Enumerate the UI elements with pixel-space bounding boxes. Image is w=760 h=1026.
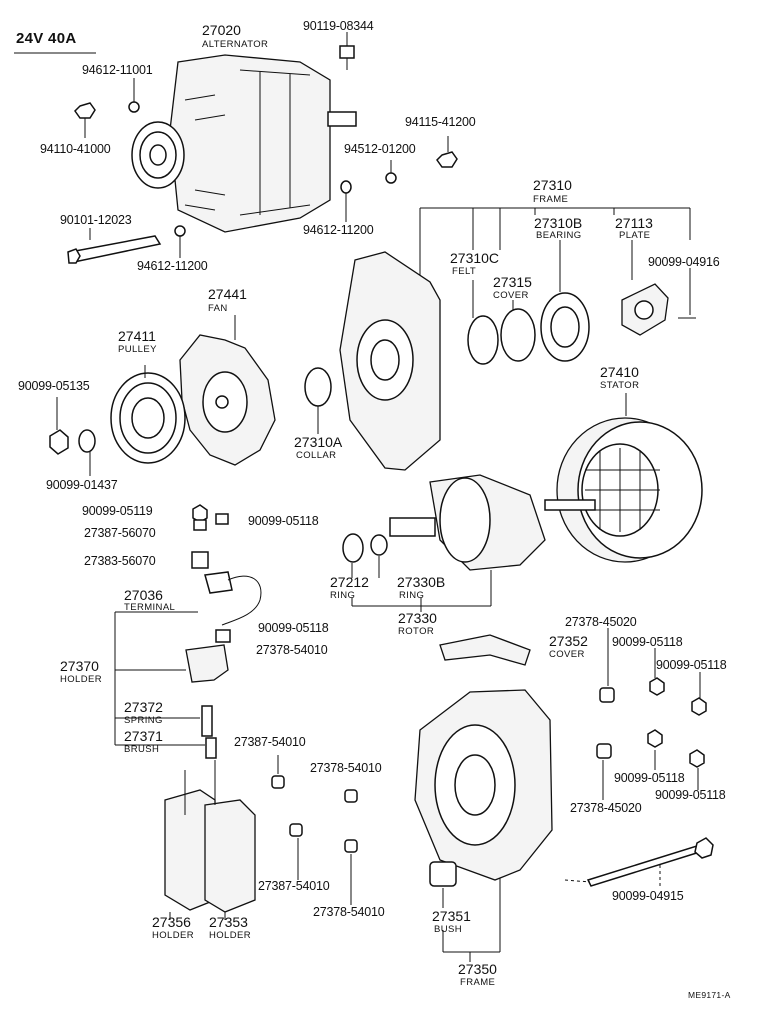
label-27372-name: SPRING [124, 715, 163, 726]
label-27310-name: FRAME [533, 194, 569, 205]
label-90099-01437: 90099-01437 [46, 478, 118, 492]
label-27378-54010-c: 27378-54010 [313, 905, 385, 919]
frame-27310-leaders [419, 207, 691, 318]
label-27387-54010-a: 27387-54010 [234, 735, 306, 749]
label-27020-name: ALTERNATOR [202, 39, 269, 50]
diagram-title: 24V 40A [16, 30, 77, 47]
label-27370-number: 27370 [60, 658, 99, 674]
label-27310-number: 27310 [533, 177, 572, 193]
label-27310c-number: 27310C [450, 250, 500, 266]
label-90099-05118-c: 90099-05118 [612, 635, 683, 649]
label-94110-41000: 94110-41000 [40, 142, 111, 156]
label-94512-01200: 94512-01200 [344, 142, 416, 156]
label-27036-number: 27036 [124, 587, 163, 603]
sleeves [271, 755, 358, 905]
label-27036-name: TERMINAL [124, 602, 176, 613]
label-27370-name: HOLDER [60, 674, 102, 685]
label-90099-05118-d: 90099-05118 [656, 658, 727, 672]
label-27383-56070: 27383-56070 [84, 554, 156, 568]
label-27351-number: 27351 [432, 908, 471, 924]
label-94612-11200-lower: 94612-11200 [137, 259, 208, 273]
label-94612-11001: 94612-11001 [82, 63, 153, 77]
rotor-drawing [342, 474, 596, 612]
label-27372-number: 27372 [124, 699, 163, 715]
label-27310a-name: COLLAR [296, 450, 337, 461]
drawing-code: ME9171-A [688, 990, 731, 1000]
label-27330b-number: 27330B [397, 574, 446, 590]
label-90099-05118-e: 90099-05118 [614, 771, 685, 785]
brush-holders-drawing [164, 760, 256, 920]
label-94115-41200: 94115-41200 [405, 115, 476, 129]
holder-hardware [114, 504, 262, 759]
label-90101-12023: 90101-12023 [60, 213, 132, 227]
label-27330-number: 27330 [398, 610, 437, 626]
label-27330b-name: RING [399, 590, 425, 601]
label-27212-name: RING [330, 590, 356, 601]
label-27356-name: HOLDER [152, 930, 194, 941]
label-27310b-name: BEARING [536, 230, 582, 241]
alternator-hardware [67, 32, 458, 264]
label-27020-number: 27020 [202, 22, 241, 38]
label-27371-name: BRUSH [124, 744, 160, 755]
label-90099-05118-b: 90099-05118 [258, 621, 329, 635]
drive-end-frame-drawing [304, 251, 696, 471]
label-27378-54010-a: 27378-54010 [256, 643, 328, 657]
label-27113-name: PLATE [619, 230, 651, 241]
label-27352-name: COVER [549, 649, 585, 660]
label-90099-04916: 90099-04916 [648, 255, 720, 269]
label-27378-45020-a: 27378-45020 [565, 615, 637, 629]
label-90099-04915: 90099-04915 [612, 889, 684, 903]
label-27351-name: BUSH [434, 924, 462, 935]
label-27310b-number: 27310B [534, 215, 583, 231]
label-90099-05119: 90099-05119 [82, 504, 153, 518]
label-94612-11200-upper: 94612-11200 [303, 223, 374, 237]
alternator-drawing [131, 54, 357, 233]
label-27441-number: 27441 [208, 286, 247, 302]
label-27350-number: 27350 [458, 961, 497, 977]
label-27113-number: 27113 [615, 215, 653, 231]
label-27310a-number: 27310A [294, 434, 343, 450]
label-27410-number: 27410 [600, 364, 639, 380]
label-27353-number: 27353 [209, 914, 248, 930]
label-27315-name: COVER [493, 290, 529, 301]
label-27353-name: HOLDER [209, 930, 251, 941]
label-27387-54010-b: 27387-54010 [258, 879, 330, 893]
label-90099-05118-f: 90099-05118 [655, 788, 726, 802]
label-27410-name: STATOR [600, 380, 640, 391]
stator-drawing [556, 393, 703, 563]
label-90099-05135: 90099-05135 [18, 379, 90, 393]
rectifier-end-frame-drawing [414, 689, 553, 962]
label-27378-45020-b: 27378-45020 [570, 801, 642, 815]
label-27441-name: FAN [208, 303, 228, 314]
cover-27352-drawing [439, 634, 531, 666]
label-27310c-name: FELT [452, 266, 477, 277]
label-27411-number: 27411 [118, 328, 156, 344]
label-27356-number: 27356 [152, 914, 191, 930]
label-27212-number: 27212 [330, 574, 369, 590]
label-90119-08344: 90119-08344 [303, 19, 374, 33]
label-27352-number: 27352 [549, 633, 588, 649]
label-90099-05118-a: 90099-05118 [248, 514, 319, 528]
label-27378-54010-b: 27378-54010 [310, 761, 382, 775]
label-27330-name: ROTOR [398, 626, 435, 637]
label-27411-name: PULLEY [118, 344, 157, 355]
end-frame-hardware [564, 628, 714, 887]
label-27387-56070: 27387-56070 [84, 526, 156, 540]
fan-pulley-drawing [49, 315, 276, 476]
label-27315-number: 27315 [493, 274, 532, 290]
label-27371-number: 27371 [124, 728, 163, 744]
label-27350-name: FRAME [460, 977, 496, 988]
